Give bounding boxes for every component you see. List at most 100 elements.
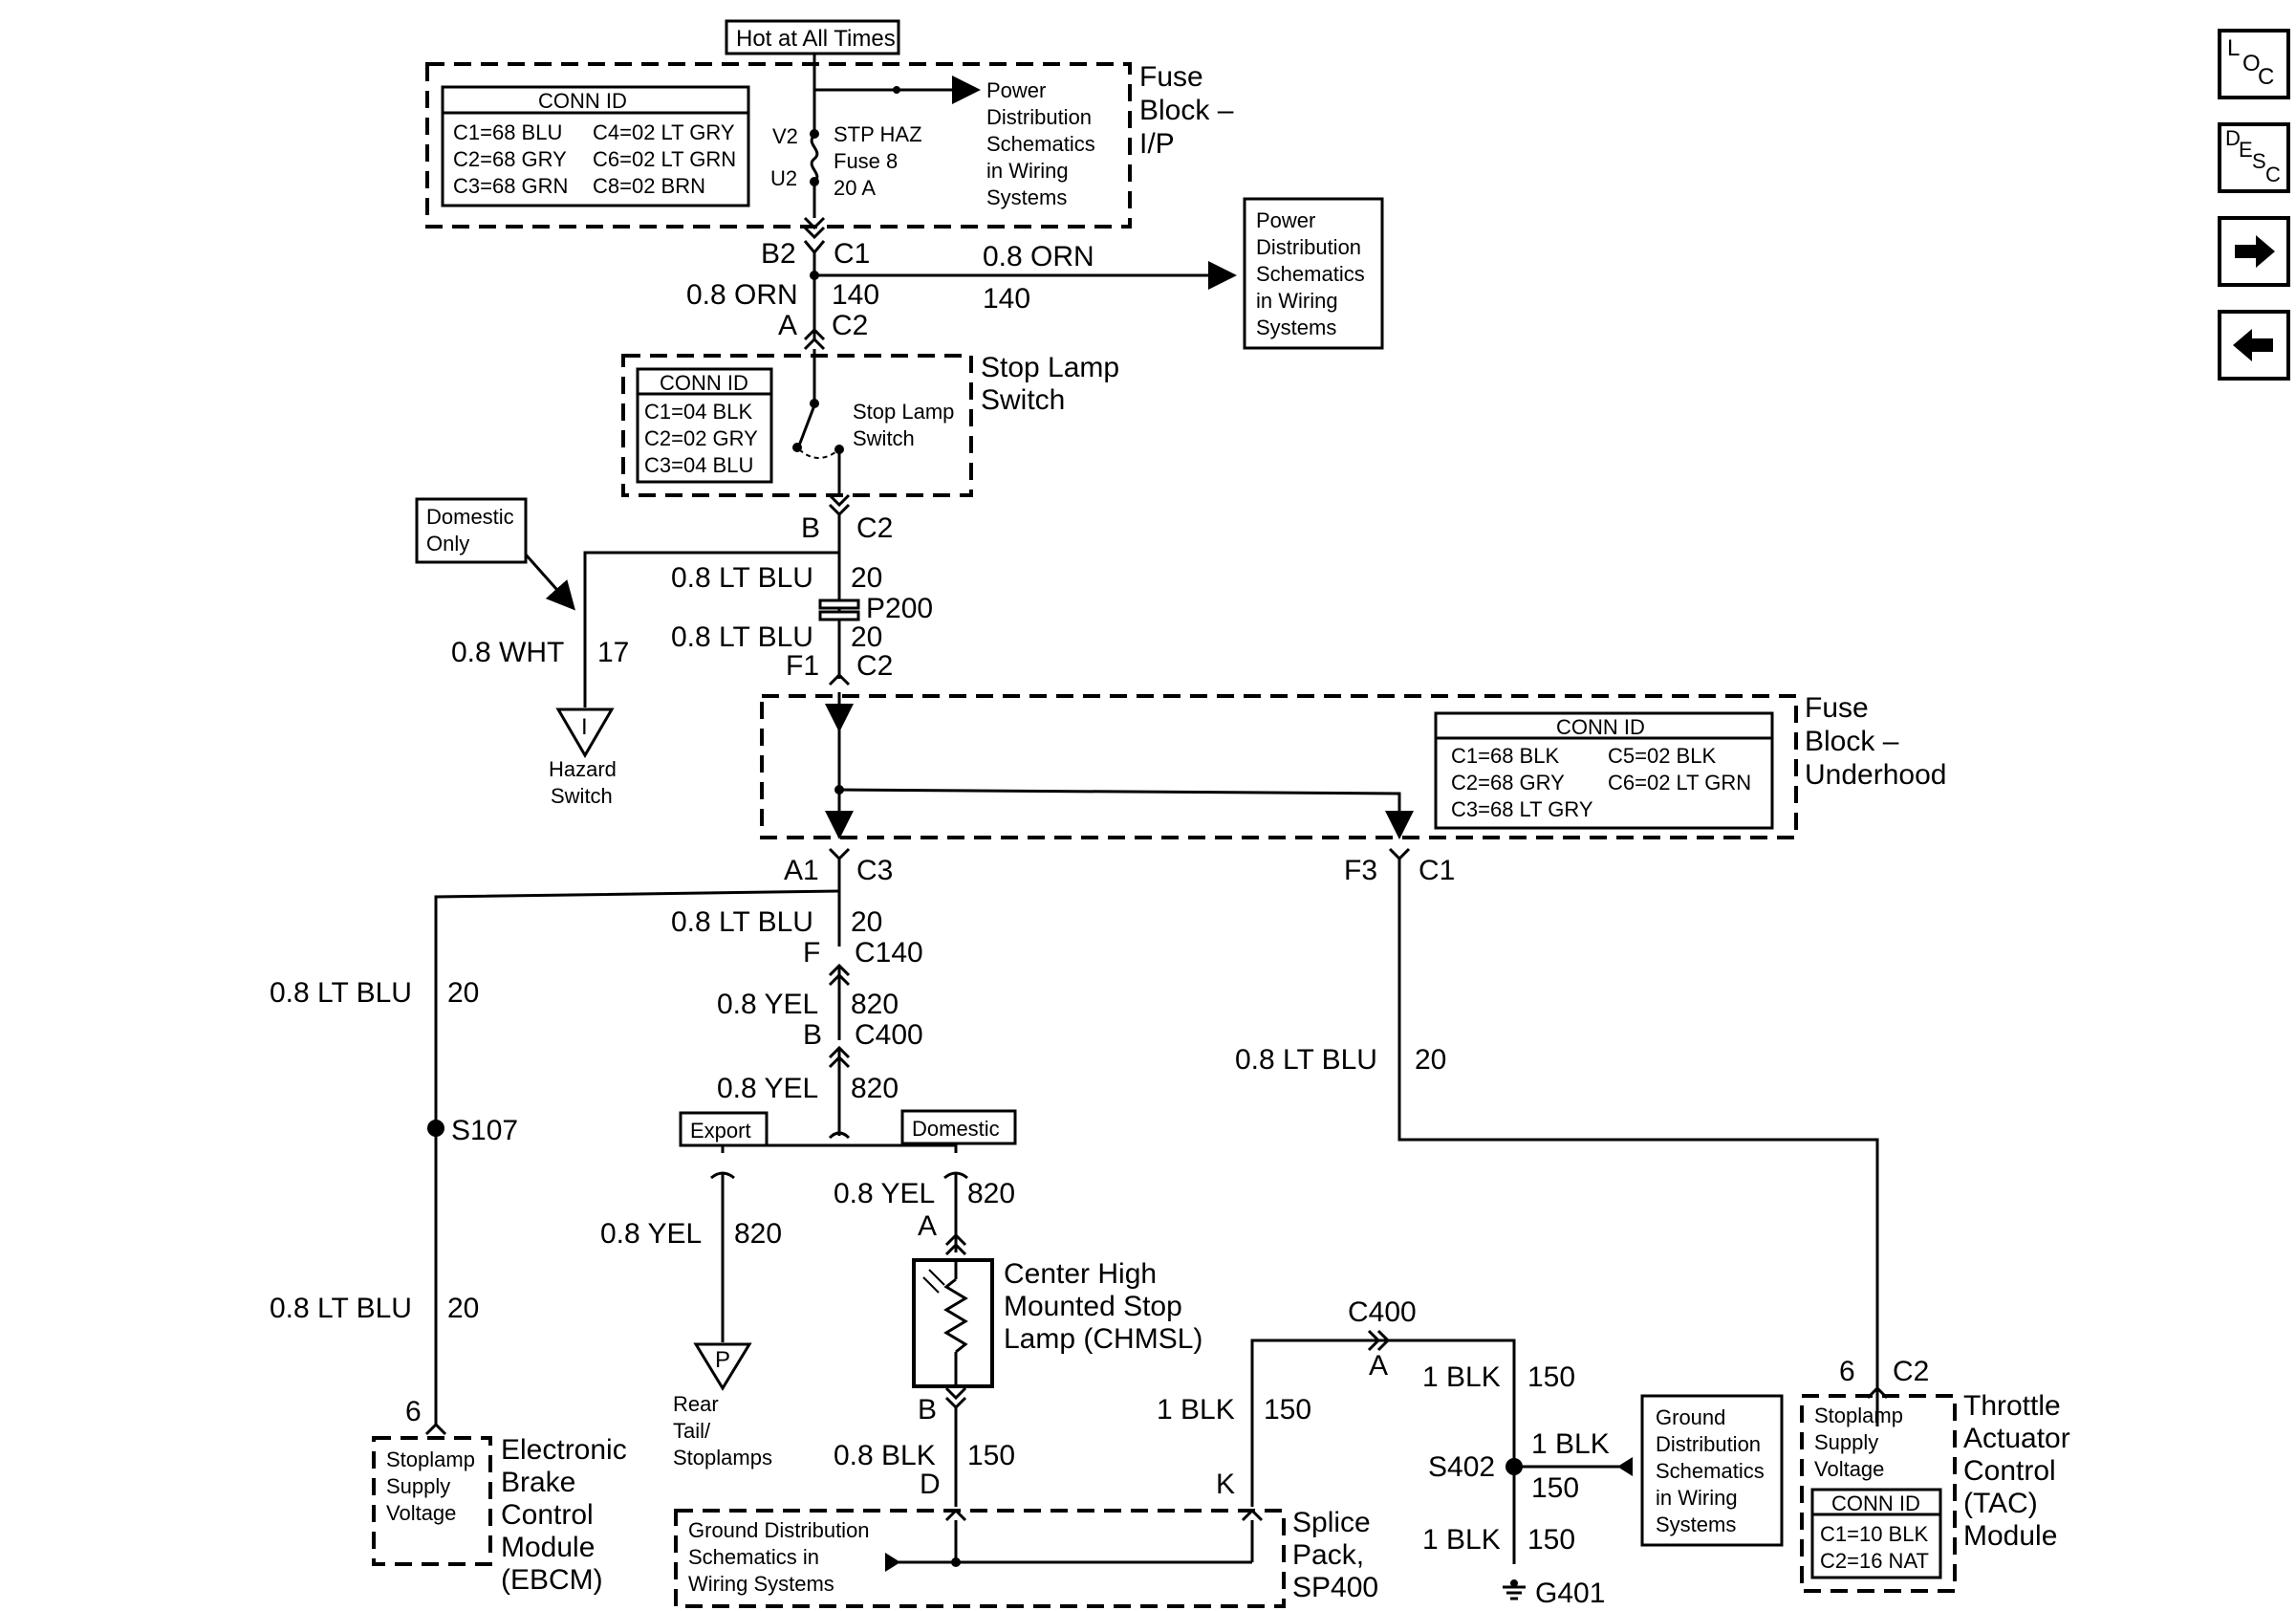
hot-label: Hot at All Times [736,26,896,52]
stop-lamp-switch-conn-table [636,367,773,484]
svg-text:(TAC): (TAC) [1963,1488,2038,1519]
prev-button[interactable] [2218,310,2290,381]
conn-cell: C3=68 GRN [453,174,568,198]
connector-label: C2 [1893,1356,1929,1387]
conn-id-header: CONN ID [538,89,627,113]
conn-cell: C1=04 BLK [644,400,752,424]
next-button[interactable] [2218,216,2290,287]
circuit-number: 20 [851,906,882,938]
svg-text:Fuse: Fuse [1805,692,1869,724]
pin-label: F [803,937,820,969]
svg-text:D: D [2225,126,2241,150]
svg-text:S: S [2252,149,2266,173]
svg-text:Wiring Systems: Wiring Systems [688,1572,834,1596]
wire-label: 0.8 YEL [834,1178,935,1209]
conn-cell: C2=16 NAT [1820,1549,1929,1573]
wire-wht-17 [583,551,839,708]
fuse-symbol [810,134,819,184]
connector-label: C400 [1348,1296,1417,1328]
tac-inner-label: Stoplamp Supply Voltage [1814,1404,1903,1481]
wire-label: 1 BLK [1422,1524,1501,1556]
circuit-number: 20 [447,1293,479,1324]
wire-label: 0.8 YEL [600,1218,702,1250]
svg-text:Switch: Switch [551,784,613,808]
svg-text:Systems: Systems [1656,1513,1736,1536]
svg-text:Pack,: Pack, [1292,1539,1364,1571]
pin-label: F1 [786,650,819,682]
connector-label: C2 [856,512,893,544]
loc-button[interactable]: L O C [2218,29,2290,99]
connector-label: C2 [832,310,868,341]
hazard-symbol-letter: I [581,714,588,740]
wire-label: 0.8 BLK [834,1440,936,1471]
tag-text: Export [690,1119,751,1143]
pin-label: B2 [761,238,796,270]
stop-lamp-switch-box [621,354,973,497]
splice-label: S402 [1428,1451,1495,1483]
svg-text:Mounted Stop: Mounted Stop [1004,1291,1182,1322]
conn-id-header: CONN ID [1556,715,1645,739]
conn-cell: C3=68 LT GRY [1451,797,1593,821]
wire-label: 1 BLK [1157,1394,1235,1426]
wire-label: 0.8 LT BLU [671,906,813,938]
pin-label: A [1369,1350,1388,1382]
svg-text:Supply: Supply [386,1474,450,1498]
rear-tail-label: Rear Tail/ Stoplamps [673,1392,772,1469]
wire-label: 0.8 LT BLU [671,562,813,594]
hazard-switch-label: Hazard Switch [549,757,617,808]
svg-text:C: C [2258,64,2274,90]
arrow-left-icon [2233,329,2273,361]
ground-label: G401 [1535,1578,1605,1609]
fuse-block-underhood-conn-table [1434,711,1774,830]
wire-label: 1 BLK [1422,1361,1501,1393]
conn-cell: C6=02 LT GRN [593,147,736,171]
svg-text:Distribution: Distribution [986,105,1092,129]
svg-text:Switch: Switch [853,426,915,450]
splice-s107 [427,1120,444,1137]
svg-text:Distribution: Distribution [1256,235,1361,259]
desc-button[interactable]: D E S C [2218,122,2290,193]
wire-ltblu-20-to-ebcm [434,889,840,1426]
svg-text:Power: Power [1256,208,1315,232]
svg-text:Block –: Block – [1805,726,1899,757]
splice-label: S107 [451,1115,518,1146]
wire-label: 0.8 LT BLU [270,1293,412,1324]
svg-text:Stop Lamp: Stop Lamp [853,400,954,424]
svg-text:Rear: Rear [673,1392,719,1416]
svg-text:Fuse 8: Fuse 8 [834,149,898,173]
conn-cell: C2=68 GRY [1451,771,1565,795]
svg-text:in Wiring: in Wiring [1256,289,1338,313]
wire-label: 0.8 YEL [717,1073,818,1104]
domestic-only-tag [415,497,528,564]
fuse-block-underhood-box [760,694,1798,839]
svg-text:Ground Distribution: Ground Distribution [688,1518,870,1542]
wire-label: 0.8 ORN [686,279,798,311]
fuse-block-ip-title: Fuse Block – I/P [1139,61,1234,160]
svg-text:O: O [2242,51,2261,76]
connector-label: C140 [855,937,923,969]
tac-conn-table [1810,1488,1942,1579]
stop-lamp-switch-title: Stop Lamp Switch [981,352,1119,416]
fuse-description: STP HAZ Fuse 8 20 A [834,122,922,200]
svg-text:L: L [2227,35,2240,61]
pin-label: 6 [1839,1356,1855,1387]
connector-label: C1 [1419,855,1455,886]
rear-tail-symbol [693,1342,752,1391]
circuit-number: 820 [734,1218,782,1250]
svg-text:Power: Power [986,78,1046,102]
pin-label: A [918,1210,937,1242]
circuit-number: 150 [1527,1524,1575,1556]
svg-text:Stop Lamp: Stop Lamp [981,352,1119,383]
wire-label: 0.8 LT BLU [1235,1044,1377,1076]
ground-dist-box [1640,1394,1784,1547]
rear-tail-symbol-letter: P [715,1347,730,1373]
hazard-switch-symbol [555,708,615,758]
svg-text:Switch: Switch [981,384,1065,416]
circuit-number: 150 [1527,1361,1575,1393]
svg-text:Control: Control [1963,1455,2056,1487]
wire-label: 1 BLK [1531,1428,1610,1460]
wire-label: 0.8 LT BLU [270,977,412,1009]
svg-text:in Wiring: in Wiring [1656,1486,1738,1510]
pin-label: K [1216,1469,1235,1500]
svg-text:Supply: Supply [1814,1430,1878,1454]
